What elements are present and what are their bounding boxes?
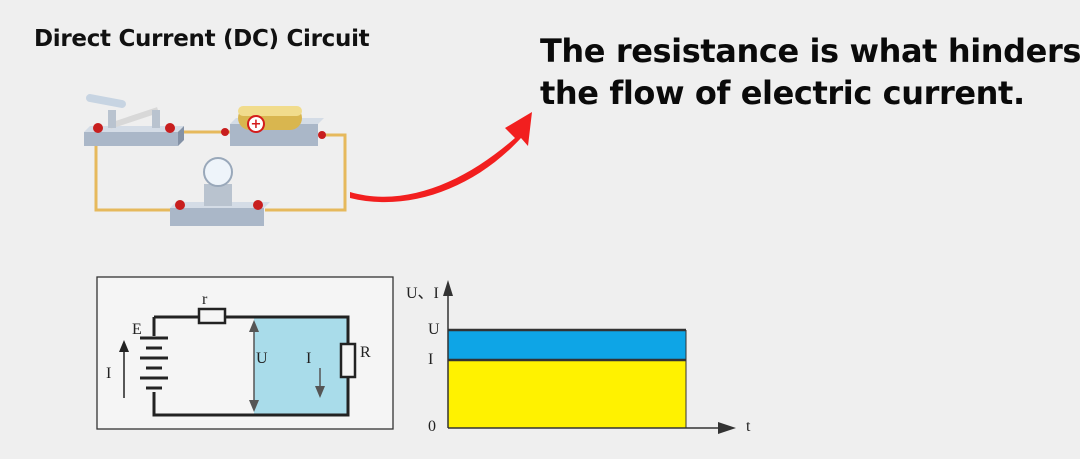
light-bulb xyxy=(170,157,270,226)
label-E: E xyxy=(132,321,142,338)
load-resistor xyxy=(339,342,357,379)
label-r: r xyxy=(202,291,208,308)
headline-line-2: the flow of electric current. xyxy=(540,74,1025,112)
svg-text:+: + xyxy=(251,117,262,132)
voltage-region xyxy=(254,317,348,415)
label-U: U xyxy=(256,350,268,367)
battery: + xyxy=(221,106,326,146)
x-axis-arrowhead xyxy=(718,422,736,434)
y-axis-label: U、I xyxy=(406,285,439,302)
ui-time-graph: U、I U I 0 t xyxy=(406,280,751,435)
current-area xyxy=(448,360,686,428)
circuit-schematic: r E I U I R xyxy=(96,276,394,430)
tick-label-I: I xyxy=(428,351,433,368)
internal-resistor xyxy=(197,307,227,325)
label-I-right: I xyxy=(306,350,311,367)
current-arrow-left xyxy=(119,340,129,398)
current-arrow-right xyxy=(315,368,325,398)
y-axis-arrowhead xyxy=(443,280,453,296)
physical-circuit-illustration: + xyxy=(84,94,347,226)
page-title: Direct Current (DC) Circuit xyxy=(34,26,370,52)
battery-symbol xyxy=(140,336,168,390)
origin-label: 0 xyxy=(428,418,436,435)
red-curved-arrow xyxy=(350,112,532,203)
voltage-band xyxy=(448,330,686,360)
voltage-arrow xyxy=(249,320,259,412)
headline: The resistance is what hinders the flow … xyxy=(540,30,1080,114)
knife-switch xyxy=(84,94,184,146)
label-R: R xyxy=(360,344,371,361)
tick-label-U: U xyxy=(428,321,440,338)
x-axis-label: t xyxy=(746,418,751,435)
headline-line-1: The resistance is what hinders xyxy=(540,32,1080,70)
label-I-left: I xyxy=(106,365,111,382)
